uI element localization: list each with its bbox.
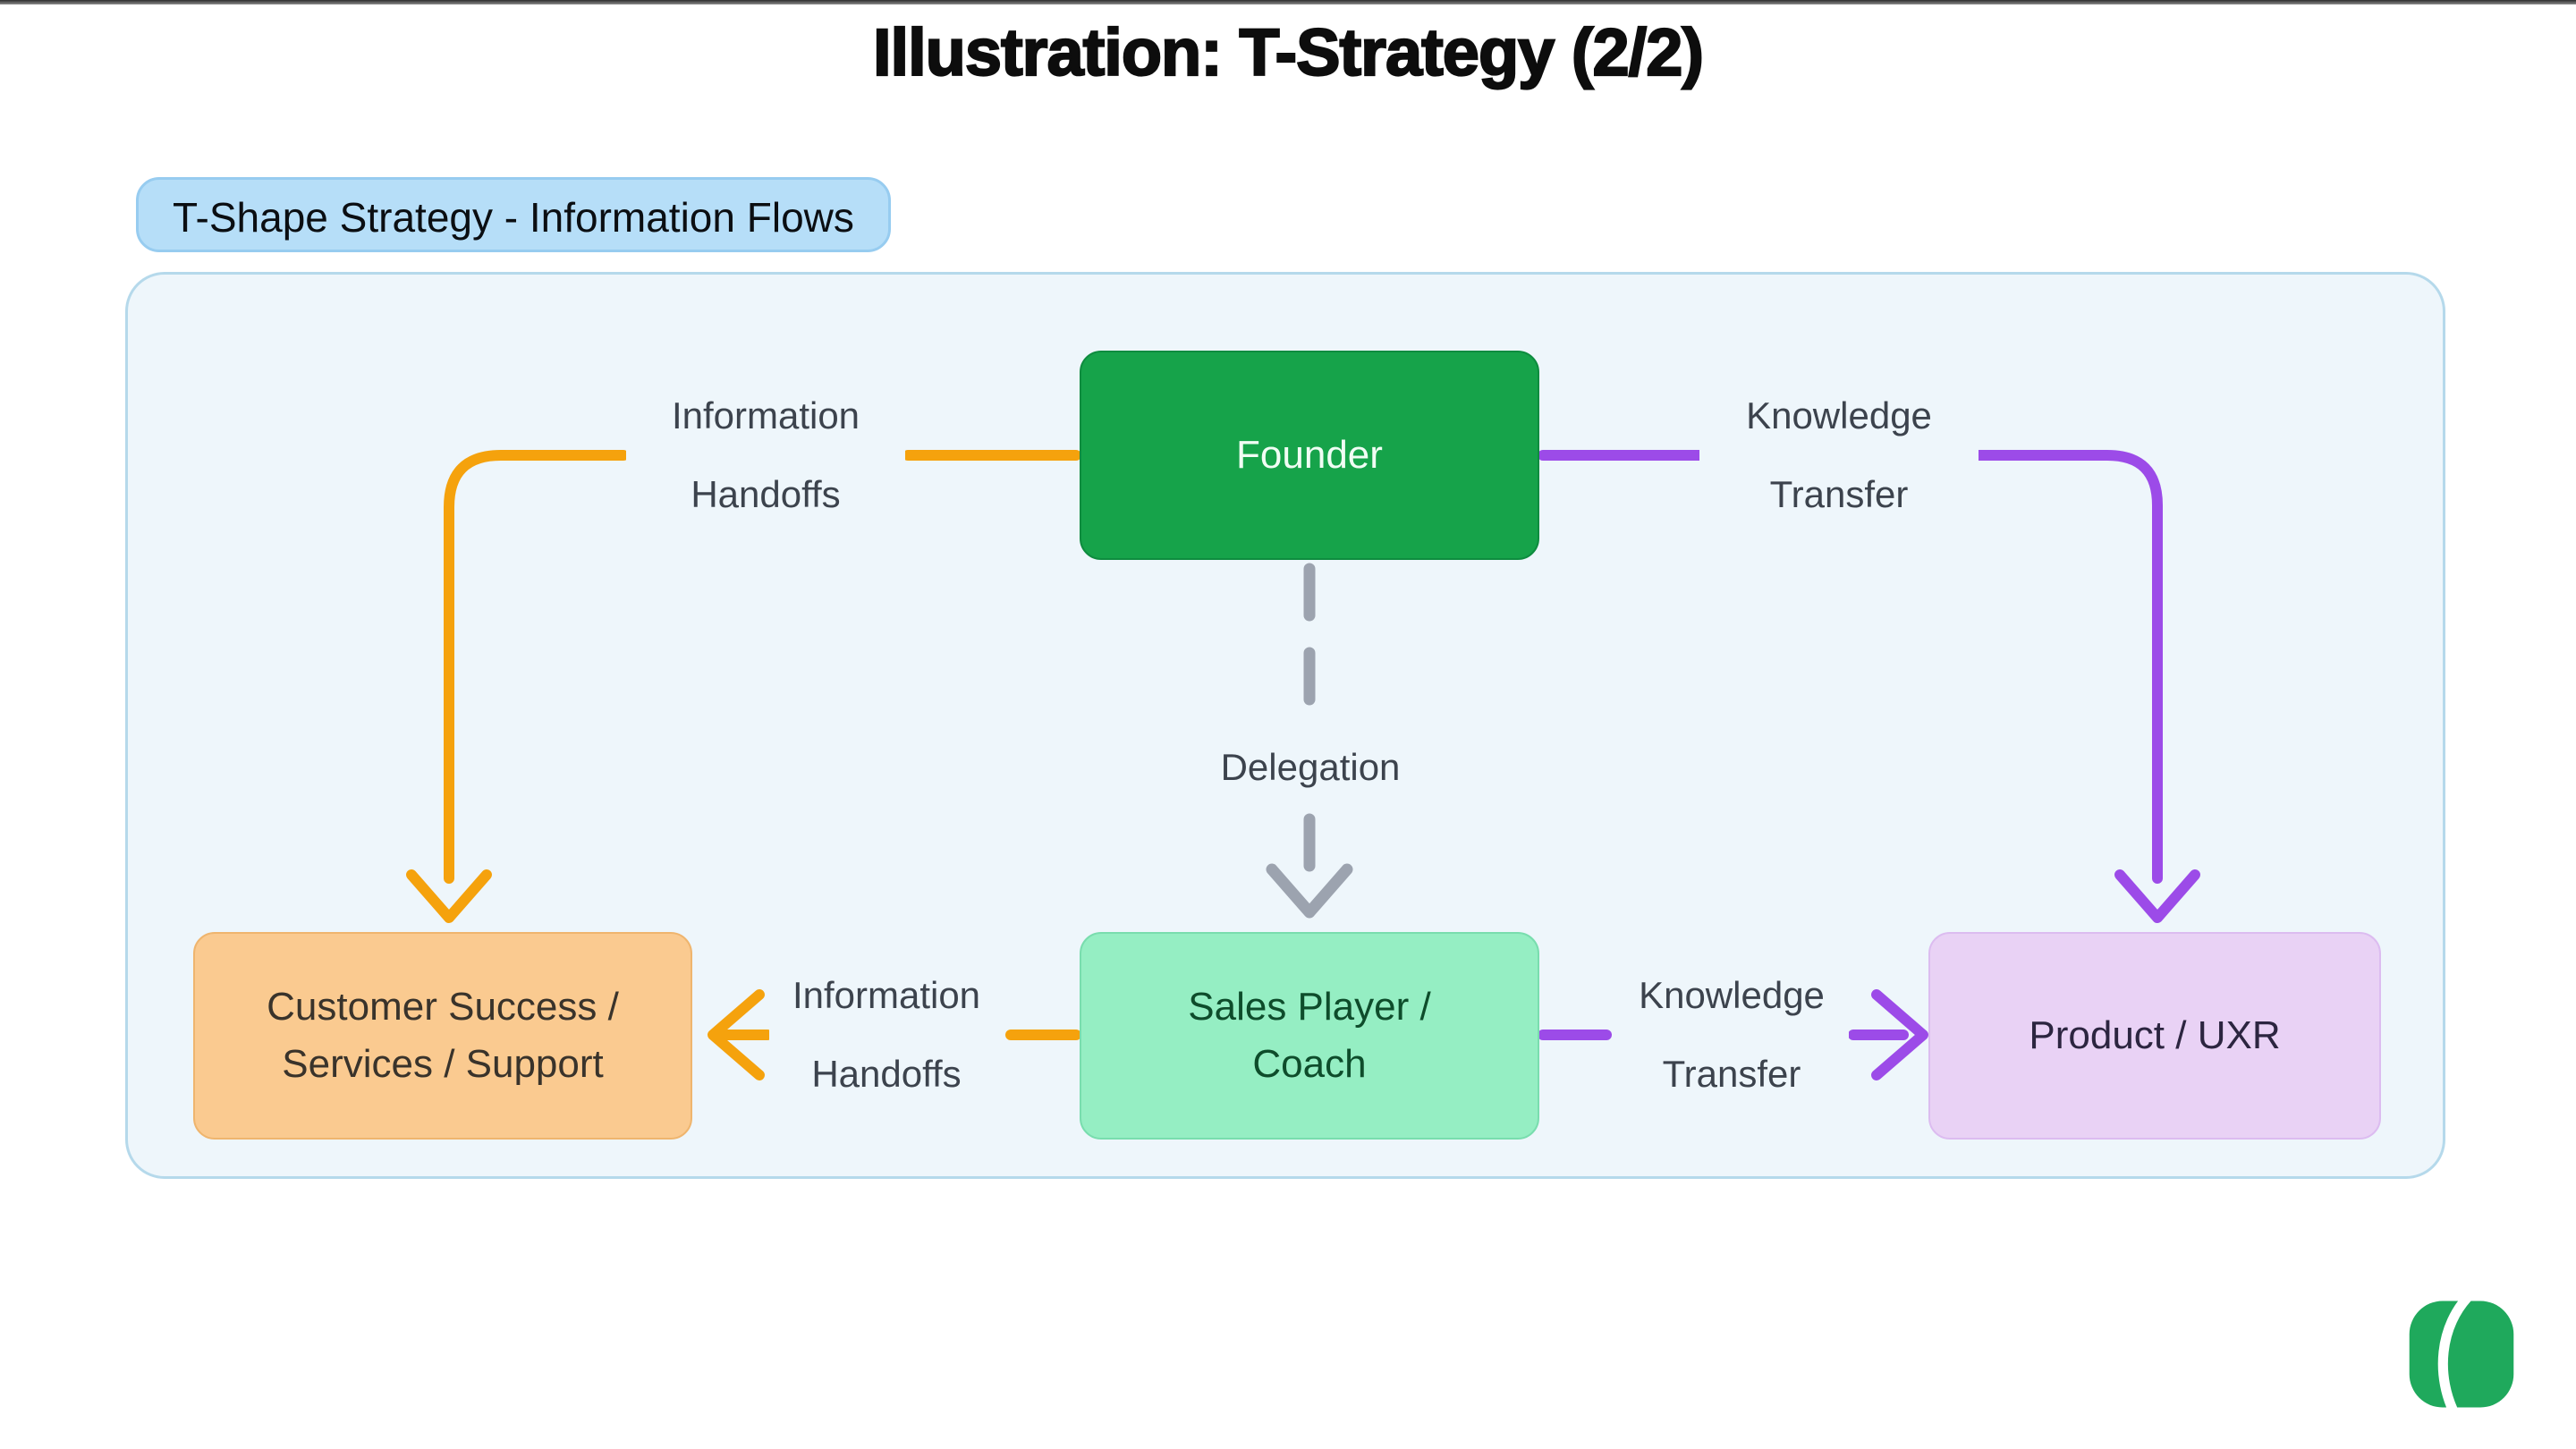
node-sales-player-coach: Sales Player / Coach bbox=[1080, 932, 1539, 1140]
node-founder-label: Founder bbox=[1236, 433, 1383, 477]
edge-label-information-handoffs-bottom: Information Handoffs bbox=[769, 956, 1004, 1114]
edge-label-knowledge-transfer-bottom: Knowledge Transfer bbox=[1614, 956, 1849, 1114]
node-sales-label-line2: Coach bbox=[1252, 1042, 1367, 1086]
edge-label-line: Delegation bbox=[1220, 746, 1401, 788]
node-founder: Founder bbox=[1080, 351, 1539, 560]
edge-label-line: Transfer bbox=[1662, 1053, 1801, 1095]
edge-label-line: Knowledge bbox=[1639, 974, 1825, 1016]
edge-label-line: Knowledge bbox=[1746, 394, 1932, 436]
edge-label-line: Handoffs bbox=[691, 473, 841, 515]
node-customer-label-line2: Services / Support bbox=[282, 1042, 604, 1086]
node-product-uxr: Product / UXR bbox=[1928, 932, 2381, 1140]
edge-label-delegation: Delegation bbox=[1171, 728, 1450, 807]
edge-label-line: Information bbox=[671, 394, 860, 436]
top-divider bbox=[0, 0, 2576, 4]
node-customer-success: Customer Success / Services / Support bbox=[193, 932, 692, 1140]
edge-label-line: Transfer bbox=[1769, 473, 1909, 515]
edge-label-line: Information bbox=[792, 974, 981, 1016]
edge-label-knowledge-transfer-top: Knowledge Transfer bbox=[1699, 377, 1979, 534]
node-customer-label-line1: Customer Success / bbox=[267, 985, 619, 1029]
node-sales-label-line1: Sales Player / bbox=[1188, 985, 1431, 1029]
diagram-title-badge: T-Shape Strategy - Information Flows bbox=[136, 177, 891, 252]
brand-logo-icon bbox=[2409, 1301, 2514, 1408]
edge-label-information-handoffs-top: Information Handoffs bbox=[626, 377, 905, 534]
edge-label-line: Handoffs bbox=[811, 1053, 962, 1095]
page-title: Illustration: T-Strategy (2/2) bbox=[872, 14, 1705, 90]
node-product-label: Product / UXR bbox=[2029, 1013, 2281, 1057]
